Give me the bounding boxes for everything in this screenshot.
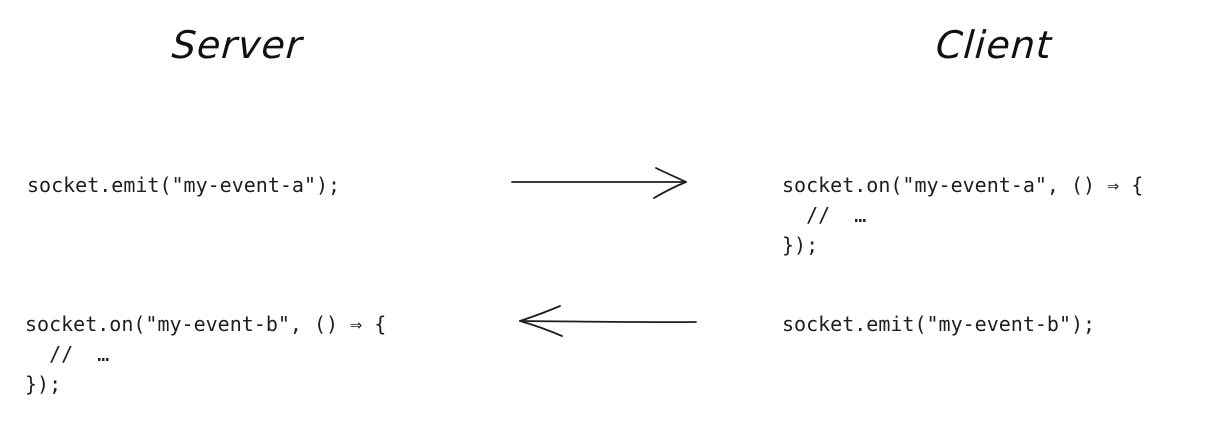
code-line: socket.on("my-event-a", () ⇒ { [782,173,1144,197]
code-line: }); [782,233,819,257]
server-emit-code-a: socket.emit("my-event-a"); [27,170,340,200]
client-emit-code-b: socket.emit("my-event-b"); [782,309,1095,339]
client-heading: Client [934,23,1054,67]
code-line: socket.emit("my-event-b"); [782,312,1096,336]
code-line: socket.on("my-event-b", () ⇒ { [25,312,387,336]
server-heading: Server [170,23,305,67]
code-line: }); [25,372,62,396]
code-line: // … [782,203,867,227]
arrow-left-icon [519,305,697,337]
client-listener-code-a: socket.on("my-event-a", () ⇒ { // …}); [782,170,1143,260]
server-listener-code-b: socket.on("my-event-b", () ⇒ { // …}); [25,309,386,399]
code-line: // … [25,342,110,366]
code-line: socket.emit("my-event-a"); [27,173,341,197]
arrow-right-icon [511,167,687,199]
